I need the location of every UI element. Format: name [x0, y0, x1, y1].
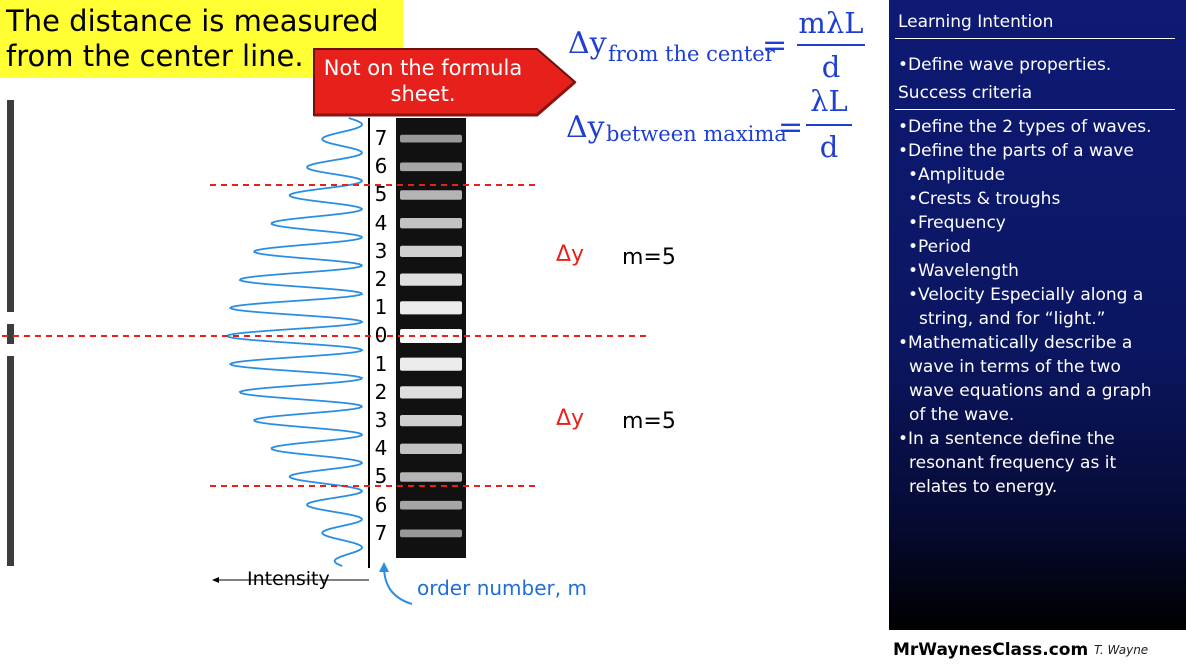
formula-between-maxima: Δy between maxima = [566, 110, 866, 170]
order-number: 2 [374, 379, 388, 404]
footer-author: T. Wayne [1094, 643, 1149, 657]
learning-intention-item: •Define wave properties. [898, 55, 1112, 75]
order-number: 6 [374, 154, 388, 179]
delta-y-lower: Δy [556, 406, 585, 431]
order-number: 1 [374, 351, 388, 376]
success-criteria-rule [895, 109, 1175, 110]
fringe-band [400, 190, 462, 200]
fringe-band [400, 273, 462, 286]
fringe-bands [400, 134, 462, 538]
criteria-item: •Amplitude [908, 165, 1006, 185]
criteria-item: of the wave. [909, 405, 1015, 425]
fringe-band [400, 218, 462, 229]
criteria-item: string, and for “light.” [919, 309, 1106, 329]
fringe-band [400, 357, 462, 371]
criteria-item: •Velocity Especially along a [908, 285, 1144, 305]
fringe-band [400, 414, 462, 427]
fringe-band [400, 500, 462, 510]
fringe-band [400, 443, 462, 454]
callout-line-2: sheet. [390, 82, 456, 106]
formula-center-bar [797, 44, 865, 46]
fringe-band [400, 386, 462, 399]
barrier-top [7, 100, 14, 312]
formula-maxima-denominator: d [819, 130, 839, 164]
criteria-item: •Wavelength [908, 261, 1019, 281]
fringe-band [400, 472, 462, 482]
order-arrowhead-icon [379, 562, 389, 572]
formula-center-numerator: mλL [798, 6, 864, 40]
criteria-item: •Crests & troughs [908, 189, 1061, 209]
m-label-lower: m=5 [622, 409, 676, 434]
barrier-bottom [7, 356, 14, 566]
fringe-band [400, 245, 462, 258]
intensity-label: Intensity [247, 568, 330, 590]
criteria-item: wave in terms of the two [909, 357, 1121, 377]
m-label-upper: m=5 [622, 245, 676, 270]
intensity-curve [225, 117, 364, 567]
criteria-item: •Define the 2 types of waves. [898, 117, 1152, 137]
criteria-item: •Frequency [908, 213, 1006, 233]
callout-line-1: Not on the formula [323, 56, 523, 80]
formula-center-subscript: from the center [608, 42, 775, 66]
order-number: 1 [374, 295, 388, 320]
intensity-arrowhead-icon [212, 577, 219, 583]
header-line-2: from the center line. [6, 39, 304, 73]
fringe-band [400, 301, 462, 315]
delta-y-upper: Δy [556, 242, 585, 267]
formula-maxima-numerator: λL [810, 84, 848, 118]
order-number: 6 [374, 492, 388, 517]
formula-from-center: Δy from the center = [568, 26, 868, 86]
learning-intention-title: Learning Intention [898, 12, 1054, 32]
header-text: The distance is measured from the center… [6, 4, 379, 74]
criteria-item: •In a sentence define the [898, 429, 1115, 449]
criteria-item: relates to energy. [909, 477, 1058, 497]
callout-arrow [313, 48, 577, 117]
criteria-item: resonant frequency as it [909, 453, 1117, 473]
footer-brand: MrWaynesClass.com [893, 640, 1089, 660]
success-criteria-title: Success criteria [898, 83, 1033, 103]
interference-diagram [2, 117, 650, 605]
order-number: 5 [374, 182, 388, 207]
order-number: 4 [374, 210, 388, 235]
fringe-band [400, 529, 462, 538]
order-number: 2 [374, 267, 388, 291]
barrier-middle [7, 324, 14, 344]
header-line-1: The distance is measured [6, 4, 379, 38]
criteria-item: wave equations and a graph [909, 381, 1152, 401]
order-number: 3 [374, 408, 388, 432]
fringe-band [400, 162, 462, 172]
formula-delta-1: Δy [568, 26, 607, 61]
order-number: 0 [374, 323, 388, 348]
formula-maxima-bar [806, 124, 852, 126]
formula-equals-1: = [762, 28, 788, 63]
formula-equals-2: = [778, 110, 804, 145]
formula-maxima-subscript: between maxima [606, 122, 787, 146]
criteria-item: •Mathematically describe a [898, 333, 1133, 353]
success-criteria-list: •Define the 2 types of waves. •Define th… [898, 115, 1180, 499]
order-number: 7 [374, 520, 388, 545]
objectives-panel: Learning Intention •Define wave properti… [889, 0, 1186, 630]
fringe-band [400, 134, 462, 143]
learning-intention-rule [895, 38, 1175, 39]
order-number: 4 [374, 436, 388, 461]
order-number: 7 [374, 126, 388, 150]
criteria-item: •Define the parts of a wave [898, 141, 1134, 161]
order-number: 5 [374, 464, 388, 489]
formula-center-denominator: d [821, 50, 841, 84]
criteria-item: •Period [908, 237, 972, 257]
formula-delta-2: Δy [566, 110, 605, 145]
order-number: 3 [374, 238, 388, 263]
order-number-label: order number, m [417, 576, 587, 600]
callout-text: Not on the formula sheet. [309, 55, 537, 107]
